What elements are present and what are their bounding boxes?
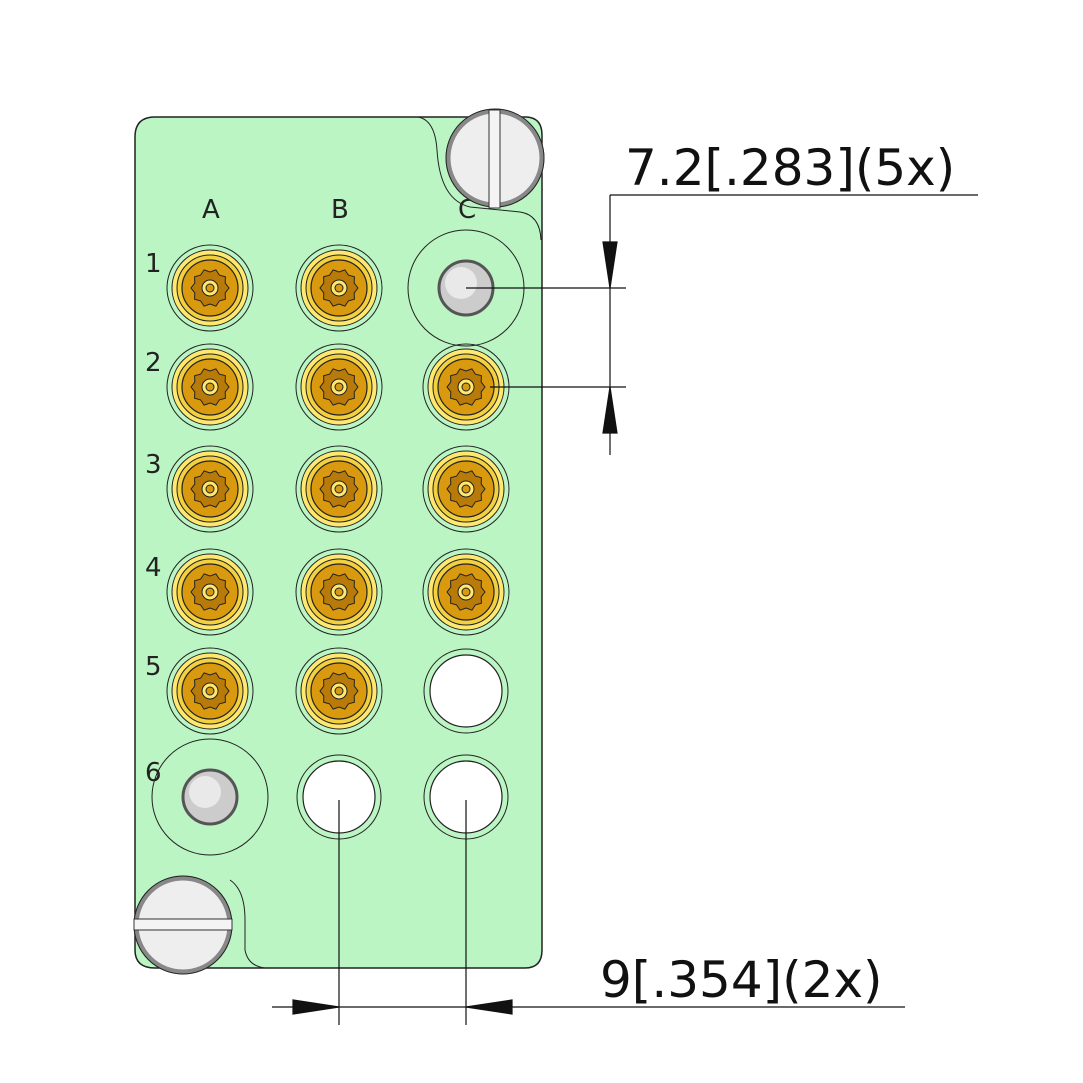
plate-step-top	[417, 116, 542, 241]
guide-pin-A6	[151, 738, 269, 856]
plate-step-bottom	[229, 879, 266, 969]
connector-B1	[295, 244, 383, 332]
row-label: 5	[145, 652, 162, 682]
connector-A4	[166, 548, 254, 636]
connector-C4	[422, 548, 510, 636]
connector-A1	[166, 244, 254, 332]
connector-C3	[422, 445, 510, 533]
screw-bottom-left	[133, 875, 233, 975]
column-label: B	[331, 195, 349, 225]
vertical-pitch-dimension	[466, 194, 978, 455]
connector-B2	[295, 343, 383, 431]
connector-C2	[422, 343, 510, 431]
horizontal-pitch-label: 9[.354](2x)	[600, 951, 883, 1009]
row-label: 1	[145, 249, 162, 279]
connector-B5	[295, 647, 383, 735]
connector-A3	[166, 445, 254, 533]
empty-C5	[423, 648, 509, 734]
vertical-pitch-label: 7.2[.283](5x)	[625, 139, 955, 197]
screw-top-right	[445, 108, 545, 209]
row-label: 3	[145, 450, 162, 480]
row-label: 6	[145, 758, 162, 788]
row-label: 4	[145, 553, 162, 583]
column-label: A	[202, 195, 220, 225]
horizontal-pitch-dimension	[272, 800, 905, 1025]
panel-plate	[134, 116, 543, 969]
column-label: C	[458, 195, 476, 225]
connector-B3	[295, 445, 383, 533]
row-label: 2	[145, 348, 162, 378]
connector-B4	[295, 548, 383, 636]
connector-A5	[166, 647, 254, 735]
connector-A2	[166, 343, 254, 431]
